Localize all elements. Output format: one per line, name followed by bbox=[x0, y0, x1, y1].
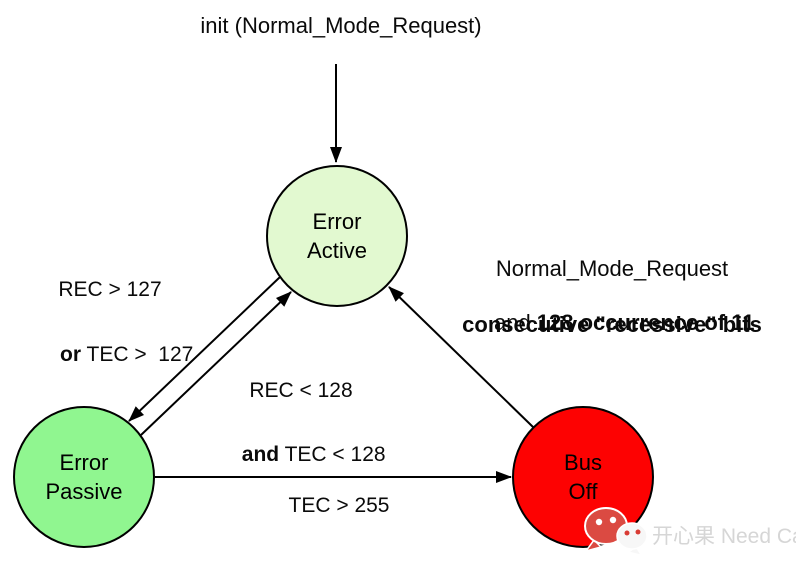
label-rest: TEC > 127 bbox=[81, 343, 194, 366]
label-bold-occurrence: 128 occurrence of 11 bbox=[536, 310, 755, 335]
state-circle-error-active bbox=[266, 165, 408, 307]
label-rest: and bbox=[493, 310, 537, 335]
arrow-passive-to-active bbox=[140, 291, 292, 436]
arrow-active-to-passive bbox=[128, 276, 281, 422]
state-label-error-active: Error Active bbox=[307, 207, 367, 265]
label-passive-to-active-line2: and TEC < 128 bbox=[218, 419, 386, 491]
label-passive-to-active-line1: REC < 128 bbox=[249, 379, 353, 402]
label-active-to-passive-line1: REC > 127 bbox=[58, 278, 162, 301]
wechat-icon bbox=[584, 507, 648, 556]
label-bus-off-to-active-line3: consecutive "recessive" bits bbox=[462, 312, 762, 337]
state-label-line: Error bbox=[59, 450, 109, 475]
state-label-error-passive: Error Passive bbox=[45, 448, 122, 506]
label-passive-to-bus-off: TEC > 255 bbox=[288, 494, 390, 517]
watermark-text: 开心果 Need Car bbox=[652, 525, 796, 548]
label-active-to-passive-line2: or TEC > 127 bbox=[37, 319, 194, 391]
label-rest: TEC < 128 bbox=[279, 443, 386, 466]
state-label-line: Bus bbox=[564, 450, 602, 475]
init-label: init (Normal_Mode_Request) bbox=[200, 13, 482, 38]
label-bus-off-to-active-line1: Normal_Mode_Request bbox=[495, 256, 729, 281]
state-label-bus-off: Bus Off bbox=[564, 448, 602, 506]
label-bold-and: and bbox=[241, 443, 280, 466]
arrow-bus-off-to-active bbox=[388, 286, 534, 428]
state-label-line: Error bbox=[312, 209, 362, 234]
state-label-line: Off bbox=[568, 479, 598, 504]
label-bold-or: or bbox=[60, 343, 82, 366]
state-label-line: Passive bbox=[45, 479, 123, 504]
label-bus-off-to-active-line2: and 128 occurrence of 11 bbox=[470, 284, 755, 362]
state-label-line: Active bbox=[307, 238, 367, 263]
state-circle-error-passive bbox=[13, 406, 155, 548]
